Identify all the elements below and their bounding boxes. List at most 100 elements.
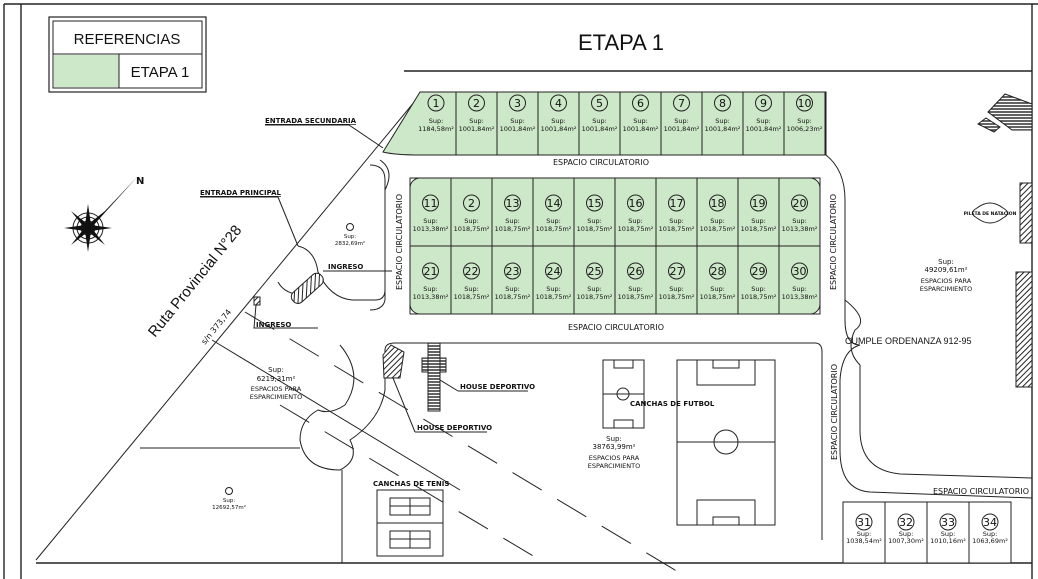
svg-text:ESPACIOS PARA: ESPACIOS PARA (251, 385, 302, 393)
svg-text:ESPACIOS PARA: ESPACIOS PARA (589, 454, 640, 462)
lot-number-circle (750, 262, 767, 280)
lot-number-circle (755, 94, 772, 112)
lot-number-circle (422, 262, 439, 280)
lot-number-circle (750, 194, 767, 212)
lot-number: 15 (588, 197, 602, 210)
lot-number: 8 (719, 97, 726, 110)
legend-swatch (54, 55, 119, 87)
lot-number-circle (545, 262, 562, 280)
lot-sup-label: Sup: (669, 217, 684, 225)
lot-area: 1006,23m² (787, 125, 823, 133)
tennis-courts (376, 489, 444, 557)
svg-text:ESPACIOS PARA: ESPACIOS PARA (921, 277, 972, 285)
house-deportivo-1-icon (382, 344, 405, 379)
lot-sup-label: Sup: (469, 117, 484, 125)
lot-area: 1001,84m² (582, 125, 618, 133)
lot-number-circle (463, 194, 480, 212)
lot-sup-label: Sup: (628, 285, 643, 293)
buildings-northeast (977, 93, 1033, 133)
ingreso-2-gate-icon (253, 296, 261, 306)
label-house-deportivo-2: HOUSE DEPORTIVO (417, 424, 492, 432)
ingreso-gate-hatch (290, 272, 324, 304)
lot-area: 1018,75m² (618, 293, 654, 301)
small-football-field (602, 359, 645, 429)
lots-row-south: 31Sup:1038,54m²32Sup:1007,30m²33Sup:1010… (842, 501, 1012, 564)
lot-area: 1018,75m² (577, 225, 613, 233)
page-title: ETAPA 1 (578, 30, 664, 55)
lot-number-circle (591, 94, 608, 112)
lot-number-circle (709, 262, 726, 280)
lot-number: 25 (588, 265, 602, 278)
lot-number: 3 (514, 97, 521, 110)
lot-sup-label: Sup: (510, 117, 525, 125)
lot-number-circle (714, 94, 731, 112)
lot-area: 1018,75m² (659, 225, 695, 233)
green-area-marker (346, 223, 354, 231)
lot-area: 1001,84m² (500, 125, 536, 133)
lot-number-circle (504, 262, 521, 280)
svg-text:ESPARCIMIENTO: ESPARCIMIENTO (588, 462, 640, 470)
north-arrow-icon: N (64, 176, 144, 252)
lot-sup-label: Sup: (505, 217, 520, 225)
lot-number-circle (550, 94, 567, 112)
lot-sup-label: Sup: (797, 117, 812, 125)
lot-area: 1010,16m² (930, 537, 966, 545)
lot-sup-label: Sup: (941, 530, 956, 538)
lot-sup-label: Sup: (899, 530, 914, 538)
legend-header: REFERENCIAS (74, 31, 181, 48)
lot-area: 1013,38m² (413, 225, 449, 233)
lot-sup-label: Sup: (464, 285, 479, 293)
lot-number: 4 (555, 97, 562, 110)
svg-text:6219,31m²: 6219,31m² (257, 375, 296, 383)
lot-sup-label: Sup: (857, 530, 872, 538)
label-espacio-circ-bottom: ESPACIO CIRCULATORIO (933, 487, 1029, 496)
svg-text:PILETA DE NATACION: PILETA DE NATACION (964, 211, 1017, 217)
lot-number: 17 (670, 197, 684, 210)
lot-number-circle (796, 94, 813, 112)
lot-area: 1018,75m² (536, 293, 572, 301)
lot-sup-label: Sup: (756, 117, 771, 125)
label-espacio-circ-left: ESPACIO CIRCULATORIO (395, 194, 404, 290)
lot-number: 2 (468, 197, 475, 210)
lot-sup-label: Sup: (505, 285, 520, 293)
lot-area: 1018,75m² (741, 225, 777, 233)
lot-sup-label: Sup: (628, 217, 643, 225)
road-east-inner (844, 299, 1033, 479)
lot-number: 26 (629, 265, 643, 278)
lot-number: 5 (596, 97, 603, 110)
lot-number-circle (632, 94, 649, 112)
lot-number: 22 (465, 265, 479, 278)
lot-number: 33 (941, 516, 955, 529)
svg-text:Sup:: Sup: (938, 258, 954, 266)
lot-area: 1018,75m² (536, 225, 572, 233)
lot-number: 20 (793, 197, 807, 210)
lot-row1-outline (382, 91, 827, 156)
lot-number: 32 (899, 516, 913, 529)
lot-number-circle (509, 94, 526, 112)
svg-text:12692,57m²: 12692,57m² (212, 504, 246, 511)
lot-area: 1018,75m² (700, 225, 736, 233)
svg-text:38763,99m²: 38763,99m² (592, 443, 635, 451)
lot-sup-label: Sup: (710, 285, 725, 293)
lot-number-circle (504, 194, 521, 212)
lot-number: 11 (424, 197, 438, 210)
lot-number: 1 (433, 97, 440, 110)
road-east-curve (839, 344, 1033, 499)
lot-area: 1018,75m² (659, 293, 695, 301)
lot-area: 1001,84m² (541, 125, 577, 133)
lot-number: 18 (711, 197, 725, 210)
label-espacio-circ-mid: ESPACIO CIRCULATORIO (568, 323, 664, 332)
label-canchas-tenis: CANCHAS DE TENIS (373, 480, 449, 488)
lot-sup-label: Sup: (792, 285, 807, 293)
lot-area: 1001,84m² (664, 125, 700, 133)
lot-number-circle (586, 262, 603, 280)
lot-area: 1013,38m² (782, 225, 818, 233)
lot-number: 28 (711, 265, 725, 278)
lot-number-circle (463, 262, 480, 280)
